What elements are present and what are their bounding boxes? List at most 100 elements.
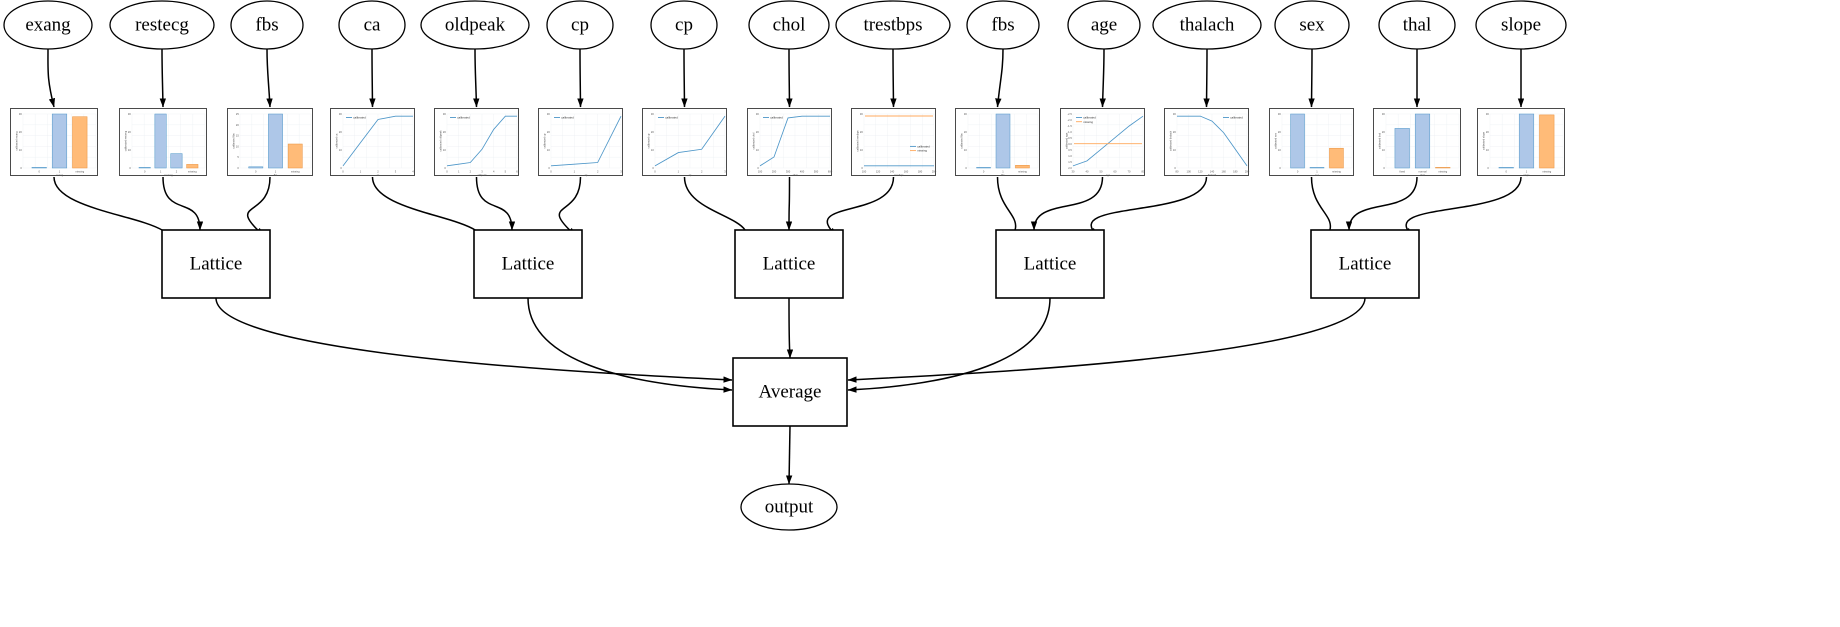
edge-calibrator-to-lattice-4 — [1310, 176, 1332, 253]
feature-node-exang[interactable] — [3, 0, 93, 50]
feature-node-age[interactable] — [1067, 0, 1141, 50]
svg-text:missing: missing — [1018, 169, 1027, 173]
svg-text:1: 1 — [458, 169, 460, 173]
feature-node-label-thal: thal — [1403, 14, 1432, 35]
svg-text:0: 0 — [652, 166, 654, 170]
feature-node-fbs[interactable] — [966, 0, 1040, 50]
svg-text:calibrated: calibrated — [665, 116, 678, 120]
edge-calibrator-to-lattice-3 — [996, 176, 1017, 253]
svg-text:10: 10 — [339, 148, 342, 152]
svg-text:calibrated thal: calibrated thal — [1378, 133, 1382, 150]
svg-text:calibrated sex: calibrated sex — [1274, 132, 1278, 149]
svg-text:1: 1 — [1002, 169, 1004, 173]
edge-calibrator-to-lattice-1 — [475, 176, 516, 231]
svg-text:10: 10 — [1173, 148, 1176, 152]
lattice-node-2[interactable] — [734, 229, 844, 299]
feature-node-restecg[interactable] — [109, 0, 215, 50]
svg-text:0: 0 — [1505, 169, 1507, 173]
svg-text:400: 400 — [800, 169, 805, 173]
svg-text:10: 10 — [547, 148, 550, 152]
edge-fbs-to-calibrator — [995, 48, 1004, 108]
feature-node-label-thalach: thalach — [1180, 14, 1235, 35]
svg-text:0.5: 0.5 — [1068, 148, 1072, 152]
feature-node-label-oldpeak: oldpeak — [445, 14, 506, 35]
svg-text:20: 20 — [339, 130, 342, 134]
feature-node-trestbps[interactable] — [835, 0, 951, 50]
svg-text:300: 300 — [786, 169, 791, 173]
edge-average-to-output — [785, 425, 793, 485]
svg-text:3: 3 — [620, 169, 622, 173]
edge-calibrator-to-lattice-4 — [1404, 176, 1522, 237]
svg-text:60: 60 — [1114, 169, 1117, 173]
feature-node-cp[interactable] — [546, 0, 614, 50]
edge-lattice-to-average-2 — [786, 297, 794, 359]
svg-text:20: 20 — [651, 130, 654, 134]
svg-text:0: 0 — [446, 169, 448, 173]
edge-cp-to-calibrator — [681, 48, 688, 108]
svg-text:-0.5: -0.5 — [1067, 136, 1072, 140]
feature-node-chol[interactable] — [748, 0, 830, 50]
svg-text:calibrated oldpeak: calibrated oldpeak — [439, 130, 443, 152]
feature-node-label-cp: cp — [675, 14, 693, 35]
feature-node-thal[interactable] — [1378, 0, 1456, 50]
feature-node-label-exang: exang — [25, 14, 71, 35]
edge-calibrator-to-lattice-1 — [558, 176, 582, 237]
svg-text:30: 30 — [964, 112, 967, 116]
svg-text:30: 30 — [756, 112, 759, 116]
svg-text:600: 600 — [828, 169, 833, 173]
svg-text:10: 10 — [860, 148, 863, 152]
edge-age-to-calibrator — [1099, 48, 1106, 108]
svg-text:5: 5 — [505, 169, 507, 173]
svg-text:calibrated cp: calibrated cp — [543, 133, 547, 148]
svg-text:0: 0 — [861, 166, 863, 170]
svg-text:2: 2 — [597, 169, 599, 173]
edge-sex-to-calibrator — [1308, 48, 1315, 108]
feature-node-slope[interactable] — [1475, 0, 1567, 50]
svg-text:160: 160 — [904, 169, 909, 173]
svg-text:fixed: fixed — [1399, 169, 1405, 173]
svg-text:0: 0 — [654, 169, 656, 173]
lattice-node-3[interactable] — [995, 229, 1105, 299]
lattice-node-1[interactable] — [473, 229, 583, 299]
lattice-node-label-2: Lattice — [763, 253, 816, 274]
svg-text:restecg: restecg — [164, 173, 173, 177]
svg-text:1: 1 — [360, 169, 362, 173]
svg-text:missing: missing — [75, 169, 84, 173]
lattice-node-0[interactable] — [161, 229, 271, 299]
feature-node-sex[interactable] — [1274, 0, 1350, 50]
svg-text:1: 1 — [1526, 169, 1528, 173]
svg-text:1: 1 — [160, 169, 162, 173]
output-node-label: output — [765, 496, 814, 517]
svg-text:missing: missing — [917, 149, 927, 153]
feature-node-fbs[interactable] — [230, 0, 304, 50]
svg-text:30: 30 — [1278, 112, 1281, 116]
svg-text:10: 10 — [756, 148, 759, 152]
average-node[interactable] — [732, 357, 848, 427]
feature-node-ca[interactable] — [338, 0, 406, 50]
svg-text:6: 6 — [516, 169, 518, 173]
svg-text:missing: missing — [1332, 169, 1341, 173]
svg-text:20: 20 — [547, 130, 550, 134]
svg-text:calibrated fbs: calibrated fbs — [960, 133, 964, 149]
svg-text:age: age — [1106, 174, 1111, 177]
svg-text:fbs: fbs — [274, 173, 278, 177]
svg-text:0: 0 — [1174, 166, 1176, 170]
feature-node-cp[interactable] — [650, 0, 718, 50]
lattice-node-4[interactable] — [1310, 229, 1420, 299]
feature-node-thalach[interactable] — [1152, 0, 1262, 50]
svg-text:0: 0 — [983, 169, 985, 173]
feature-node-oldpeak[interactable] — [420, 0, 530, 50]
svg-text:20: 20 — [1173, 130, 1176, 134]
svg-text:10: 10 — [128, 148, 131, 152]
svg-text:200: 200 — [772, 169, 777, 173]
svg-text:1: 1 — [678, 169, 680, 173]
output-node[interactable] — [740, 483, 838, 531]
